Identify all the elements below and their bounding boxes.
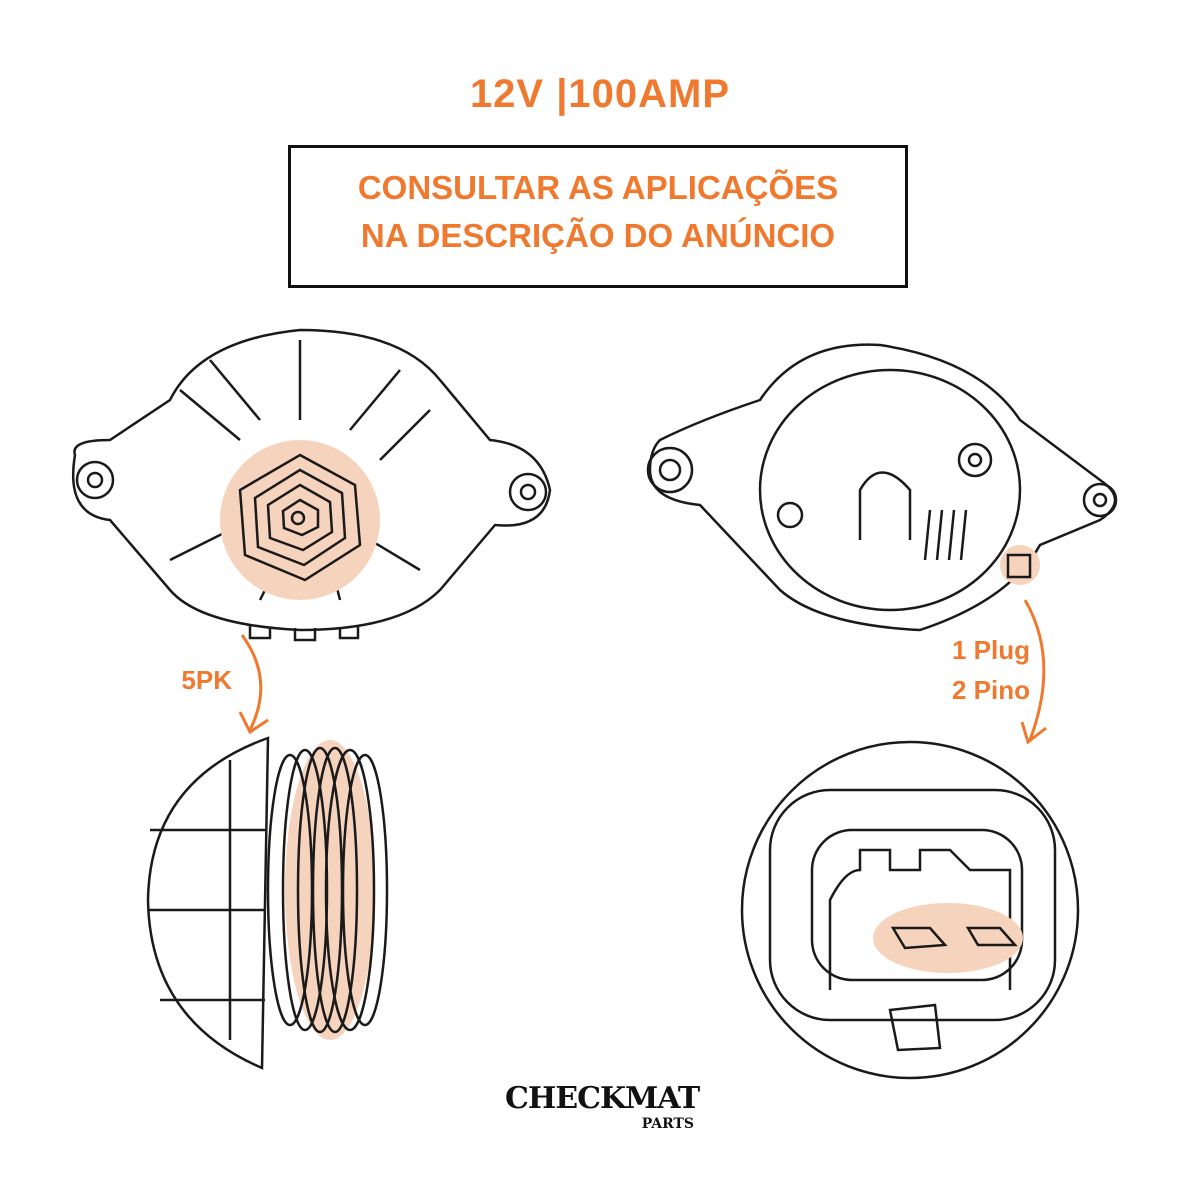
notice-line-2: NA DESCRIÇÃO DO ANÚNCIO [360,217,836,254]
brand-sub: PARTS [641,1116,694,1132]
brand-logo: CHECKMAT PARTS [505,1082,700,1133]
arrow-plug [1020,599,1047,745]
notice-box: CONSULTAR AS APLICAÇÕES NA DESCRIÇÃO DO … [288,145,908,288]
pulley-detail-illustration [146,736,389,1070]
connector-detail-illustration [740,740,1080,1080]
alternator-rear-illustration [646,343,1118,632]
arrows [238,599,1047,745]
brand-name: CHECKMAT [505,1081,700,1116]
alternator-front-illustration [71,328,552,642]
pulley-label: 5PK [181,665,232,695]
plug-label-1: 1 Plug [951,635,1030,665]
spec-title: 12V |100AMP [469,72,731,116]
notice-line-1: CONSULTAR AS APLICAÇÕES [357,169,839,206]
arrow-pulley [238,634,269,735]
plug-label-2: 2 Pino [951,675,1030,705]
